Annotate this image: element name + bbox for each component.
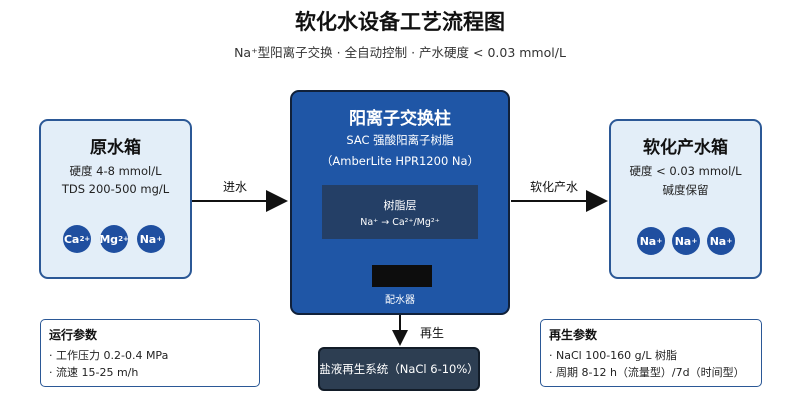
column-resin-model: （AmberLite HPR1200 Na）	[320, 154, 480, 168]
distributor-label: 配水器	[385, 295, 415, 306]
regen-params-title: 再生参数	[549, 328, 598, 342]
inlet-label: 进水	[223, 180, 248, 194]
ion-exchange-column: 阳离子交换柱 SAC 强酸阳离子树脂 （AmberLite HPR1200 Na…	[290, 90, 510, 315]
operating-param-velocity: · 流速 15-25 m/h	[49, 366, 139, 379]
soft-tank-title: 软化产水箱	[643, 138, 728, 158]
soft-ion-na-3: Na+	[707, 227, 735, 255]
softened-water-tank: 软化产水箱 硬度 < 0.03 mmol/L 碱度保留 Na+ Na+ Na+	[609, 119, 762, 279]
soft-tank-hardness: 硬度 < 0.03 mmol/L	[629, 164, 742, 178]
regen-param-salt-dose: · NaCl 100-160 g/L 树脂	[549, 349, 677, 362]
operating-params-title: 运行参数	[49, 328, 98, 342]
raw-tank-title: 原水箱	[90, 138, 141, 158]
resin-exchange-equation: Na⁺ → Ca²⁺/Mg²⁺	[360, 217, 440, 228]
page-subtitle: Na⁺型阳离子交换 · 全自动控制 · 产水硬度 < 0.03 mmol/L	[234, 45, 566, 60]
raw-ion-na: Na+	[137, 225, 165, 253]
soft-tank-alkalinity: 碱度保留	[662, 183, 709, 197]
water-distributor	[372, 265, 432, 287]
regen-system-label: 盐液再生系统（NaCl 6-10%）	[319, 362, 479, 376]
regen-arrow	[392, 313, 408, 346]
outlet-label: 软化产水	[530, 180, 579, 194]
regen-param-cycle: · 周期 8-12 h（流量型）/7d（时间型）	[549, 366, 745, 379]
column-title: 阳离子交换柱	[349, 109, 451, 129]
soft-ion-na-1: Na+	[637, 227, 665, 255]
inlet-arrow	[191, 190, 288, 212]
raw-tank-tds: TDS 200-500 mg/L	[61, 182, 170, 196]
regen-label: 再生	[420, 326, 445, 340]
brine-regeneration-system: 盐液再生系统（NaCl 6-10%）	[318, 347, 480, 391]
resin-layer: 树脂层 Na⁺ → Ca²⁺/Mg²⁺	[322, 185, 478, 239]
outlet-arrow	[511, 190, 608, 212]
page-title: 软化水设备工艺流程图	[295, 10, 505, 34]
operating-params-panel: 运行参数 · 工作压力 0.2-0.4 MPa · 流速 15-25 m/h	[40, 319, 260, 387]
regen-params-panel: 再生参数 · NaCl 100-160 g/L 树脂 · 周期 8-12 h（流…	[540, 319, 762, 387]
resin-layer-title: 树脂层	[383, 199, 417, 212]
column-resin-type: SAC 强酸阳离子树脂	[346, 133, 454, 147]
soft-ion-na-2: Na+	[672, 227, 700, 255]
operating-param-pressure: · 工作压力 0.2-0.4 MPa	[49, 349, 169, 362]
raw-tank-hardness: 硬度 4-8 mmol/L	[69, 164, 162, 178]
